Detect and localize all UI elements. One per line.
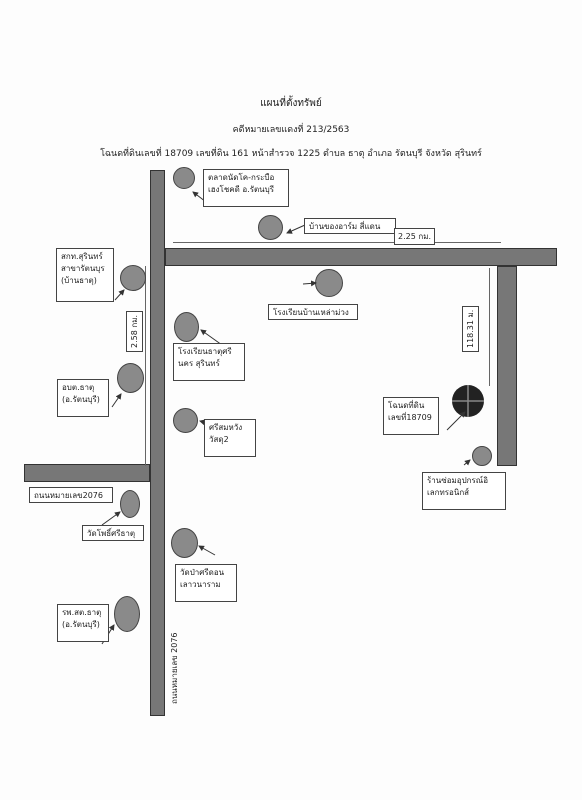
- distance-right-vertical: 118.31 ม.: [462, 305, 479, 352]
- school-laomuang-label: โรงเรียนบ้านเหล่าม่วง: [268, 304, 358, 320]
- wat-pho-marker: [120, 490, 140, 518]
- land-office-label: สกท.สุรินทร์ สาขารัตนบุร (บ้านธาตุ): [56, 248, 114, 302]
- teacher-house-marker: [258, 215, 283, 240]
- crosshair-icon: [452, 385, 484, 417]
- distance-left-vertical: 2.58 กม.: [126, 310, 143, 352]
- market-label: ตลาดนัดโค-กระบือ เฮงโชคดี อ.รัตนบุรี: [203, 169, 289, 207]
- wat-pho-label: วัดโพธิ์ศรีธาตุ: [82, 525, 144, 541]
- distance-line-horizontal: [173, 242, 501, 243]
- land-label: โฉนดที่ดิน เลขที่18709: [383, 397, 439, 435]
- obt-label: อบต.ธาตุ (อ.รัตนบุรี): [57, 379, 109, 417]
- obt-marker: [117, 363, 144, 393]
- distance-horizontal: 2.25 กม.: [394, 228, 436, 245]
- distance-line-left: [145, 266, 146, 466]
- school-thatsri-marker: [174, 312, 199, 342]
- main-road-horizontal: [165, 248, 557, 266]
- map-title: แผนที่ตั้งทรัพย์: [260, 98, 322, 109]
- distance-line-right: [489, 268, 490, 386]
- srisomwang-label: ศรีสมหวัง วัสดุ2: [204, 419, 256, 457]
- shop-label: ร้านซ่อมอุปกรณ์อิ เลกทรอนิกส์: [422, 472, 506, 510]
- hospital-marker: [114, 596, 140, 632]
- market-marker: [173, 167, 195, 189]
- side-road-right: [497, 266, 517, 466]
- main-road-vertical: [150, 170, 165, 716]
- school-laomuang-marker: [315, 269, 343, 297]
- deed-info: โฉนดที่ดินเลขที่ 18709 เลขที่ดิน 161 หน้…: [100, 149, 482, 159]
- school-thatsri-label: โรงเรียนธาตุศรี นคร สุรินทร์: [173, 343, 245, 381]
- road-2076-vertical-label: ถนนหมายเลข 2076: [170, 632, 179, 704]
- road-2076-label: ถนนหมายเลข2076: [29, 487, 113, 503]
- hospital-label: รพ.สต.ธาตุ (อ.รัตนบุรี): [57, 604, 109, 642]
- shop-marker: [472, 446, 492, 466]
- case-number: คดีหมายเลขแดงที่ 213/2563: [232, 125, 350, 135]
- wat-pasri-marker: [171, 528, 198, 558]
- road-2076-horizontal: [24, 464, 150, 482]
- land-plot-marker: [452, 385, 484, 417]
- wat-pasri-label: วัดป่าศรีดอน เลาวนาราม: [175, 564, 237, 602]
- teacher-house-label: บ้านของอาร์ม สี่แดน: [304, 218, 396, 234]
- srisomwang-marker: [173, 408, 198, 433]
- land-office-marker: [120, 265, 146, 291]
